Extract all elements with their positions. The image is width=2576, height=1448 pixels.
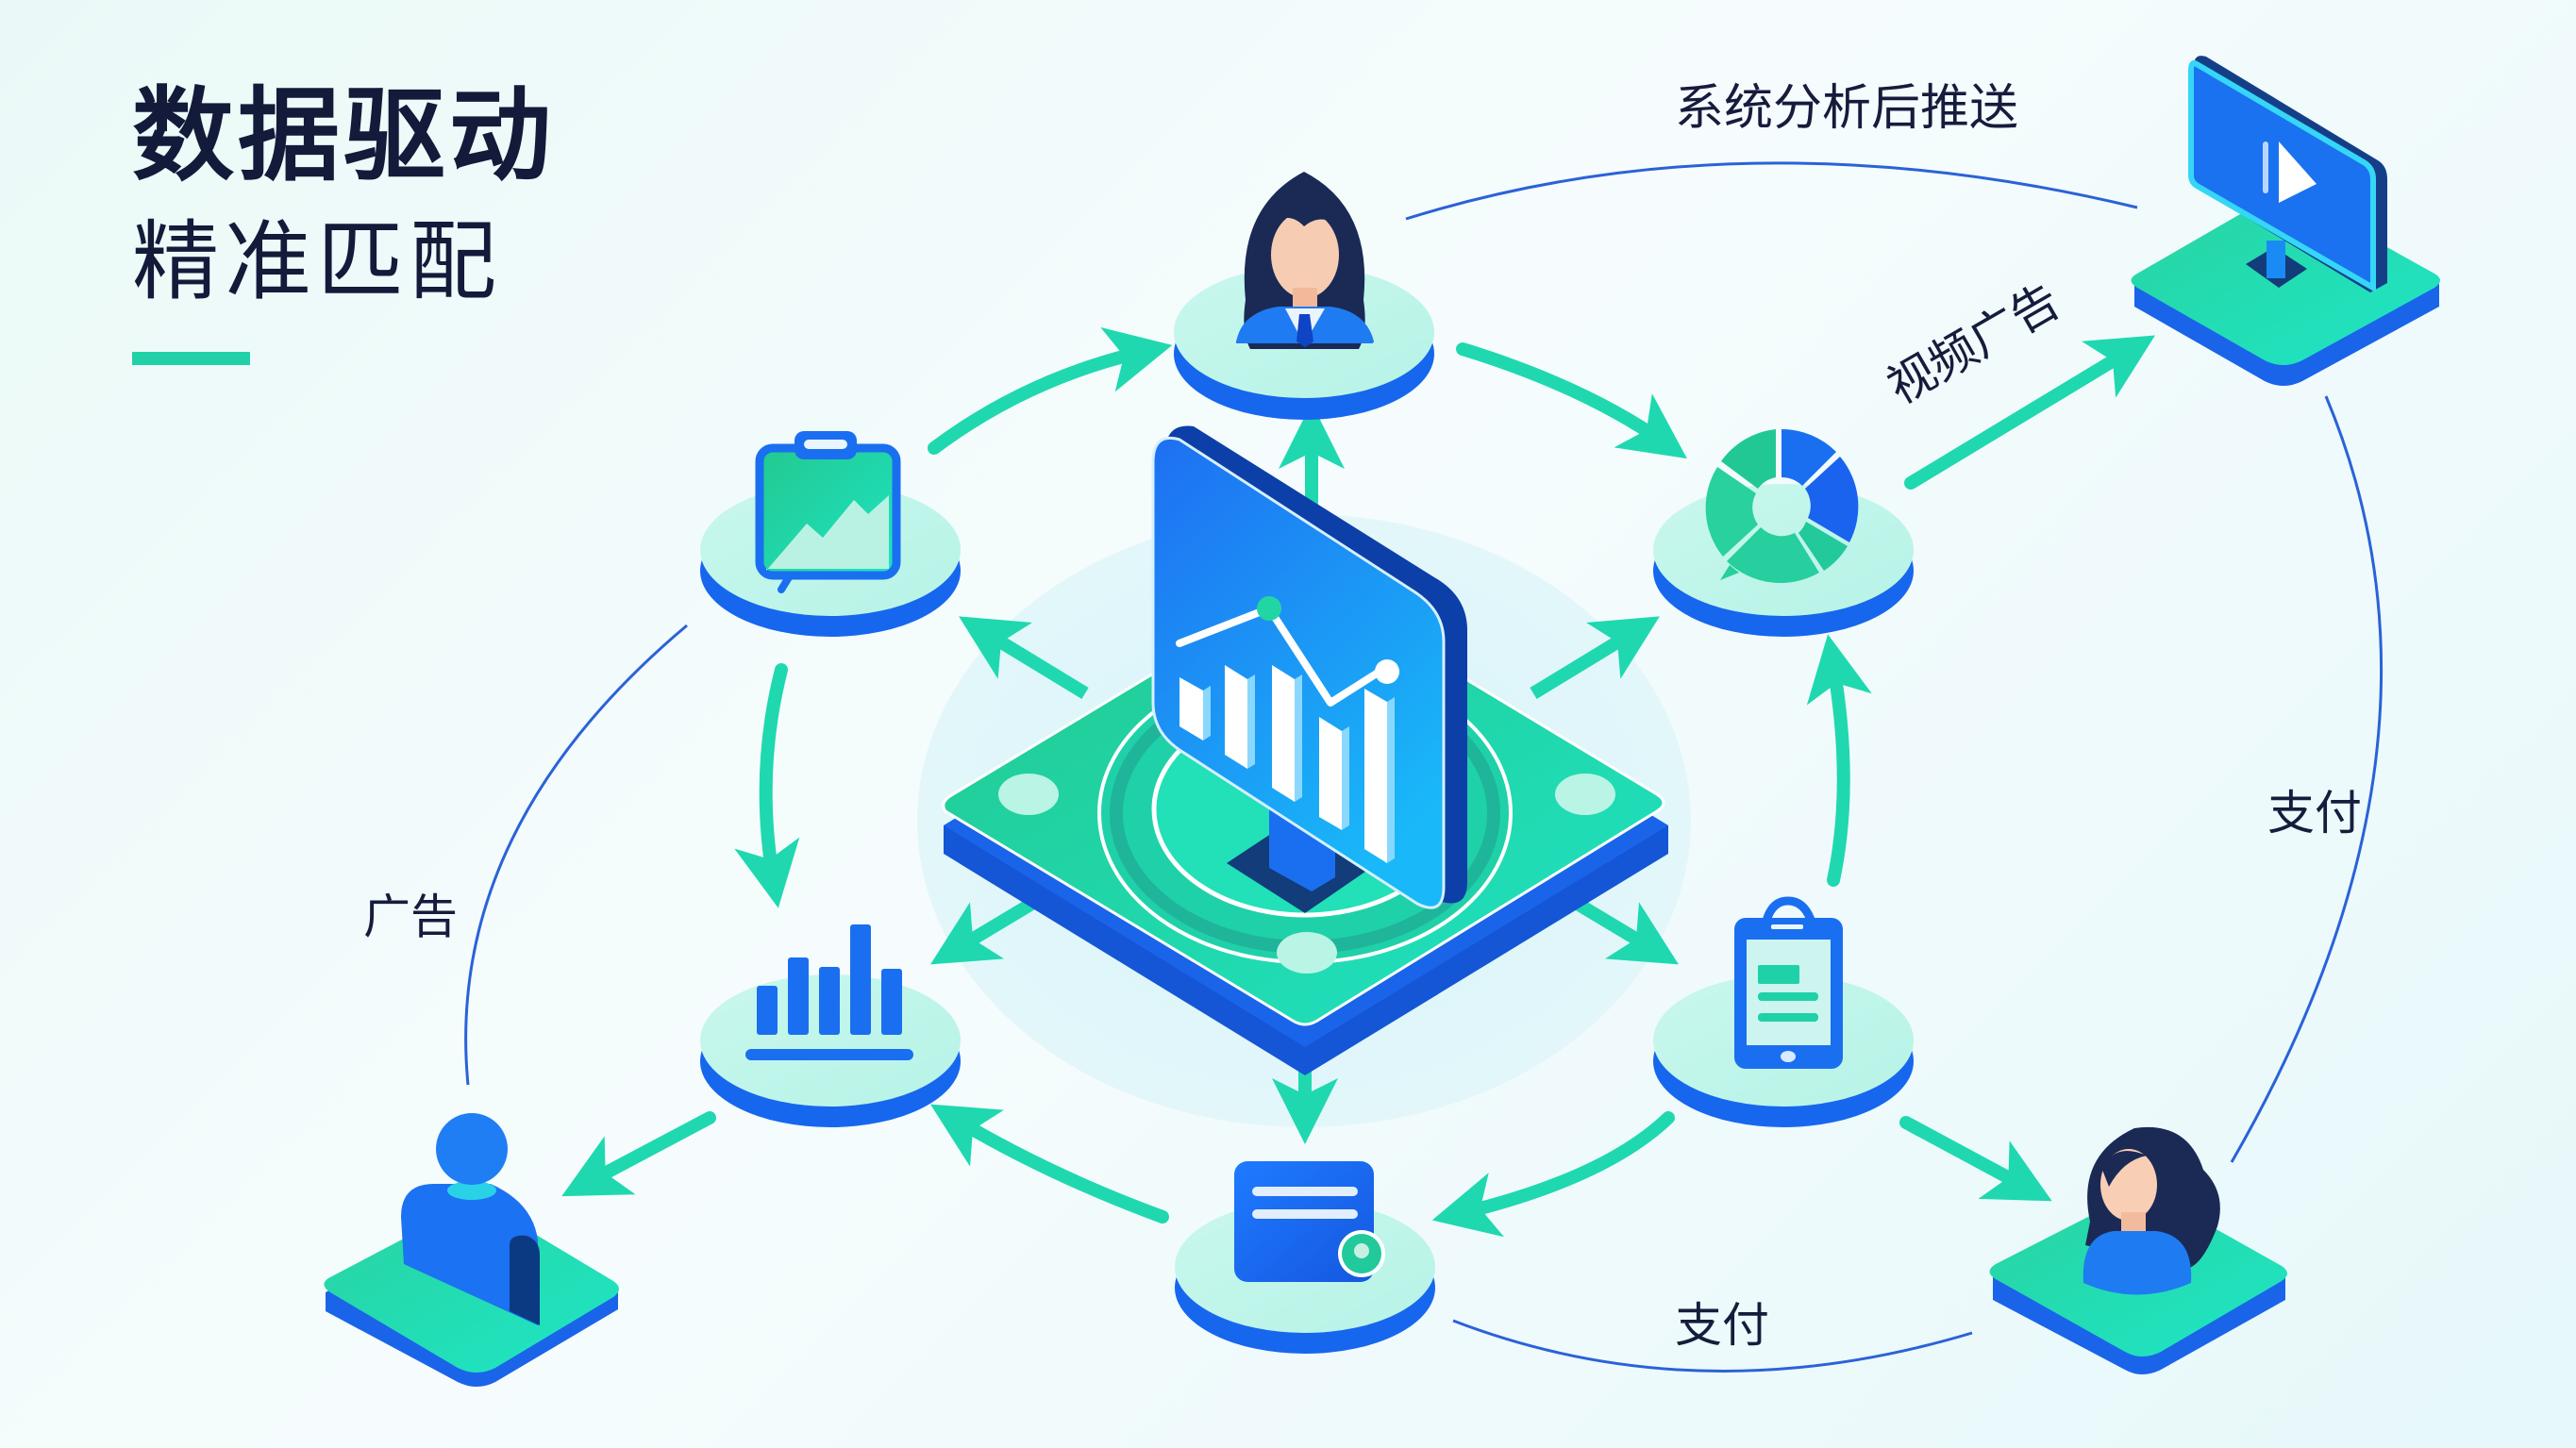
arc-top-push: [1405, 161, 2138, 221]
arrow-topleft-to-top: [928, 327, 1173, 455]
video-monitor-tile: [2131, 56, 2440, 386]
dashboard-monitor-icon: [1151, 425, 1467, 909]
label-ad: 广告: [363, 890, 458, 944]
user-tile: [324, 1113, 619, 1387]
label-push-after-analysis: 系统分析后推送: [1675, 80, 2019, 137]
customer-woman-tile: [1989, 1126, 2287, 1374]
arrow-left-to-bottomleft: [561, 1111, 716, 1197]
label-pay-right: 支付: [2267, 786, 2362, 841]
arrow-topright-to-monitor: [1904, 335, 2155, 490]
title-block: 数据驱动 精准匹配: [132, 80, 555, 365]
title-accent-bar: [132, 352, 250, 365]
arrow-right-to-bottomright: [1899, 1116, 2052, 1202]
mobile-phone-icon: [1734, 896, 1843, 1069]
arc-bottom-pay: [1452, 1319, 1973, 1373]
page-subtitle: 精准匹配: [132, 211, 503, 312]
arrow-right-to-topright: [1806, 634, 1872, 887]
page-title: 数据驱动: [132, 77, 556, 195]
arrow-bottom-to-left: [929, 1104, 1169, 1223]
businesswoman-avatar-icon: [1236, 172, 1374, 349]
arrow-right-to-bottom: [1431, 1111, 1675, 1238]
arrow-center-upright: [1530, 616, 1660, 699]
arrow-center-upleft: [959, 616, 1089, 699]
clipboard-chart-icon: [755, 431, 901, 593]
connector-arcs: [464, 161, 2384, 1373]
wallet-icon: [1234, 1161, 1385, 1282]
arc-right-pay: [2230, 395, 2384, 1163]
donut-chart-icon: [1705, 429, 1859, 584]
label-pay-bottom: 支付: [1675, 1298, 1769, 1353]
arc-left-ad: [464, 624, 688, 1086]
flow-arrows: [561, 327, 2155, 1238]
arrow-topleft-to-left: [734, 663, 800, 908]
arrow-top-to-topright: [1456, 342, 1687, 459]
bar-chart-icon: [745, 924, 913, 1060]
